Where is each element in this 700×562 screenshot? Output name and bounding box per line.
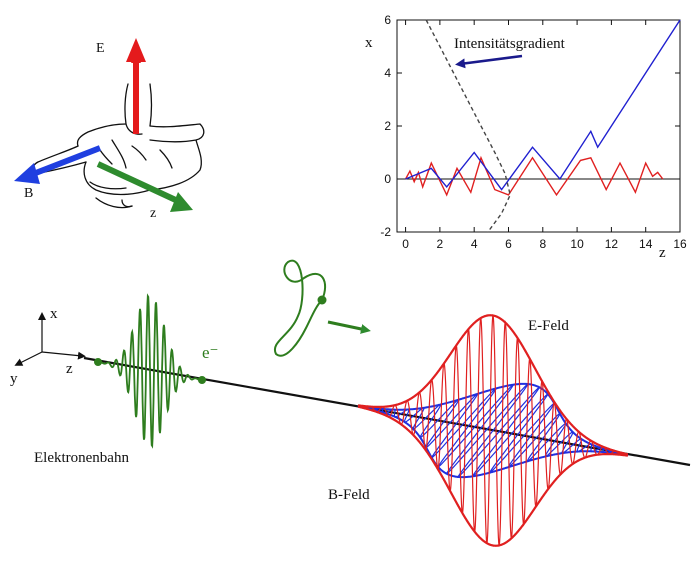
- x-tick-label: 16: [673, 237, 687, 251]
- beam-axis-line: [83, 356, 691, 467]
- y-tick-label: 2: [384, 119, 391, 133]
- hand-sketch-icon: [32, 83, 205, 209]
- series-group: [404, 19, 681, 233]
- b-label: B: [24, 186, 33, 201]
- y-tick-label: 4: [384, 66, 391, 80]
- electron-wiggle: [98, 293, 202, 449]
- e-label: E: [96, 41, 105, 56]
- x-tick-label: 6: [505, 237, 512, 251]
- x-tick-label: 8: [539, 237, 546, 251]
- axis-x-label: x: [50, 306, 58, 322]
- y-tick-label: 0: [384, 172, 391, 186]
- series-line-1: [404, 155, 664, 197]
- axes-triad: x y z: [10, 306, 86, 387]
- x-tick-label: 14: [639, 237, 653, 251]
- trajectory-label: Elektronenbahn: [34, 450, 129, 466]
- y-tick-label: 6: [384, 13, 391, 27]
- x-tick-label: 12: [605, 237, 619, 251]
- series-line-2: [405, 19, 681, 191]
- hand-figure: E B z: [14, 38, 205, 221]
- electron-label: e⁻: [202, 343, 219, 362]
- x-tick-label: 0: [402, 237, 409, 251]
- electron-dot-end: [198, 376, 206, 384]
- z-vector-arrow: [96, 161, 182, 205]
- inset-plot: 0 2 4 6 8 10 12 14 16 -2 0 2 4 6 x z Intensitätsgradi…: [365, 13, 687, 261]
- gradient-curve: [425, 19, 511, 233]
- axis-y-label: y: [10, 371, 18, 387]
- b-field-label: B-Feld: [328, 487, 370, 503]
- e-arrowhead: [126, 38, 146, 62]
- figure-eight-icon: [273, 259, 371, 357]
- e-field-envelope: [357, 314, 629, 547]
- x-axis-label: z: [659, 245, 666, 261]
- electron-dot-start: [94, 358, 102, 366]
- z-label: z: [150, 206, 156, 221]
- y-axis-label: x: [365, 35, 373, 51]
- e-field-label: E-Feld: [528, 318, 569, 334]
- gradient-annotation: Intensitätsgradient: [454, 36, 566, 52]
- x-tick-label: 10: [570, 237, 584, 251]
- b-vector-arrow: [26, 145, 102, 179]
- axis-z-label: z: [66, 361, 73, 377]
- x-tick-label: 2: [437, 237, 444, 251]
- tick-labels: 0 2 4 6 8 10 12 14 16 -2 0 2 4 6: [380, 13, 687, 251]
- tick-marks: [397, 19, 681, 233]
- y-tick-label: -2: [380, 225, 391, 239]
- annotation-arrow: [455, 54, 523, 69]
- z-arrowhead: [170, 192, 193, 212]
- b-field-wave: [357, 382, 629, 479]
- main-scene: x y z e⁻ Elektronenbahn E-Feld B-Feld: [10, 259, 691, 547]
- b-arrowhead: [14, 163, 40, 184]
- x-tick-label: 4: [471, 237, 478, 251]
